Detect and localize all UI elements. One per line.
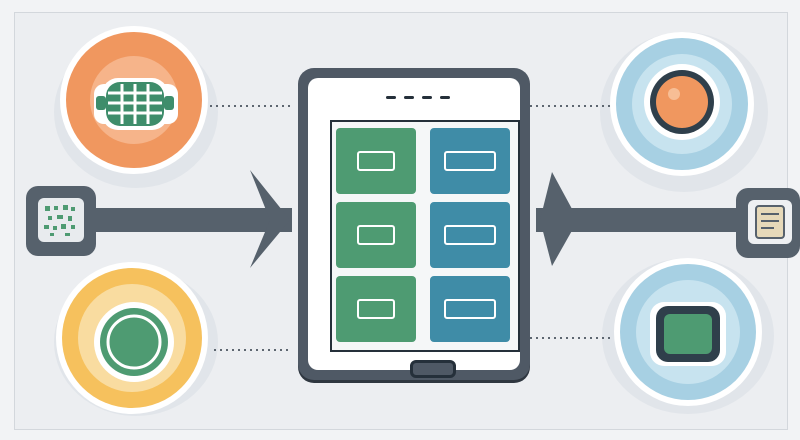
green-circle-icon xyxy=(94,302,174,382)
home-button xyxy=(410,360,456,378)
tablet-bezel xyxy=(308,78,520,378)
screen-tile-green xyxy=(336,202,416,268)
tablet-icon xyxy=(298,68,530,380)
speaker-dot xyxy=(422,96,432,99)
grid-badge-icon xyxy=(94,78,178,130)
speaker-dot xyxy=(386,96,396,99)
tile-label-icon xyxy=(444,225,496,245)
qr-tag-icon xyxy=(44,205,75,236)
chip-icon xyxy=(650,302,726,366)
screen-tile-blue xyxy=(430,276,510,342)
tile-label-icon xyxy=(357,151,395,171)
left-arrow-connector xyxy=(26,170,292,268)
speaker-dot xyxy=(440,96,450,99)
battery-tag-icon xyxy=(755,205,785,239)
orange-dot-icon xyxy=(644,64,720,140)
screen-tile-green xyxy=(336,128,416,194)
screen-tile-green xyxy=(336,276,416,342)
screen-tile-blue xyxy=(430,202,510,268)
tile-label-icon xyxy=(357,225,395,245)
screen-tile-blue xyxy=(430,128,510,194)
speaker-dot xyxy=(404,96,414,99)
tile-label-icon xyxy=(444,151,496,171)
tile-label-icon xyxy=(444,299,496,319)
tablet-screen xyxy=(330,120,520,352)
tile-label-icon xyxy=(357,299,395,319)
